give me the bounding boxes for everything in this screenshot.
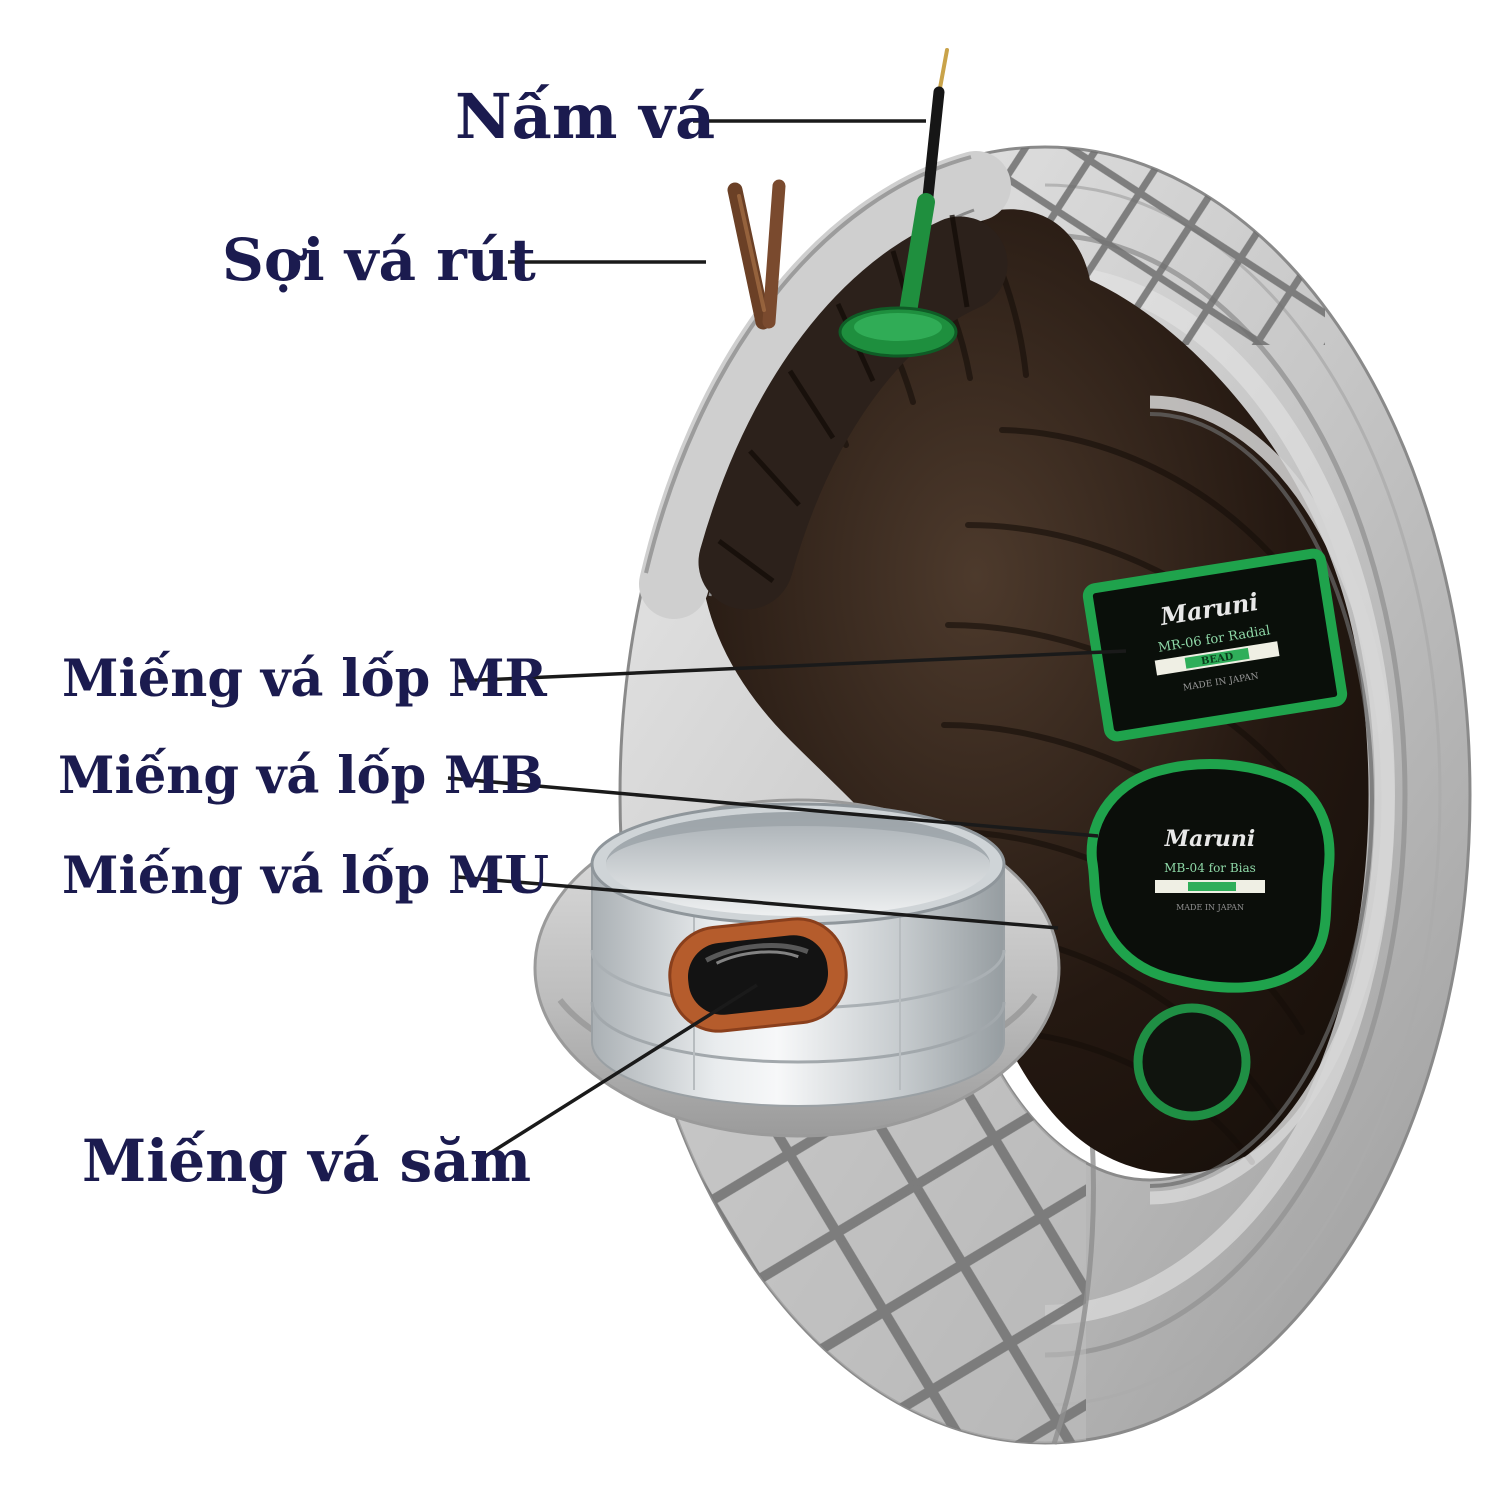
- leader-line-mb: [447, 776, 1099, 838]
- label-mieng-va-lop-mb: Miếng vá lốp MB: [58, 746, 544, 806]
- plug-thread: [938, 48, 949, 90]
- rope-plug: [727, 179, 786, 330]
- label-soi-va-rut: Sợi vá rút: [222, 226, 536, 294]
- leader-line-mu: [457, 875, 1059, 930]
- plug-needle: [921, 86, 945, 212]
- leader-line-sam: [475, 983, 758, 1164]
- label-mieng-va-lop-mr: Miếng vá lốp MR: [62, 649, 547, 709]
- patch-round: [1133, 1003, 1251, 1121]
- cavity-rim: [1149, 395, 1395, 1205]
- patch-mb: Maruni MB-04 for Bias MADE IN JAPAN: [1086, 759, 1335, 993]
- mushroom-plug: [838, 48, 958, 358]
- patch-mb-brand: Maruni: [1164, 826, 1256, 852]
- label-mieng-va-sam: Miếng vá săm: [82, 1127, 532, 1195]
- leader-lines: [447, 119, 1127, 1164]
- patch-mr: Maruni MR-06 for Radial BEAD MADE IN JAP…: [1082, 548, 1348, 742]
- patch-mr-bar-label: BEAD: [1200, 651, 1234, 667]
- patch-mb-model: MB-04 for Bias: [1164, 861, 1256, 875]
- label-mieng-va-lop-mu: Miếng vá lốp MU: [62, 846, 549, 906]
- patch-mb-footer: MADE IN JAPAN: [1176, 903, 1244, 912]
- leader-line-mr: [457, 649, 1127, 683]
- tube-patch: [668, 917, 848, 1033]
- plug-cap-highlight: [854, 313, 942, 341]
- label-nam-va: Nấm vá: [455, 80, 716, 153]
